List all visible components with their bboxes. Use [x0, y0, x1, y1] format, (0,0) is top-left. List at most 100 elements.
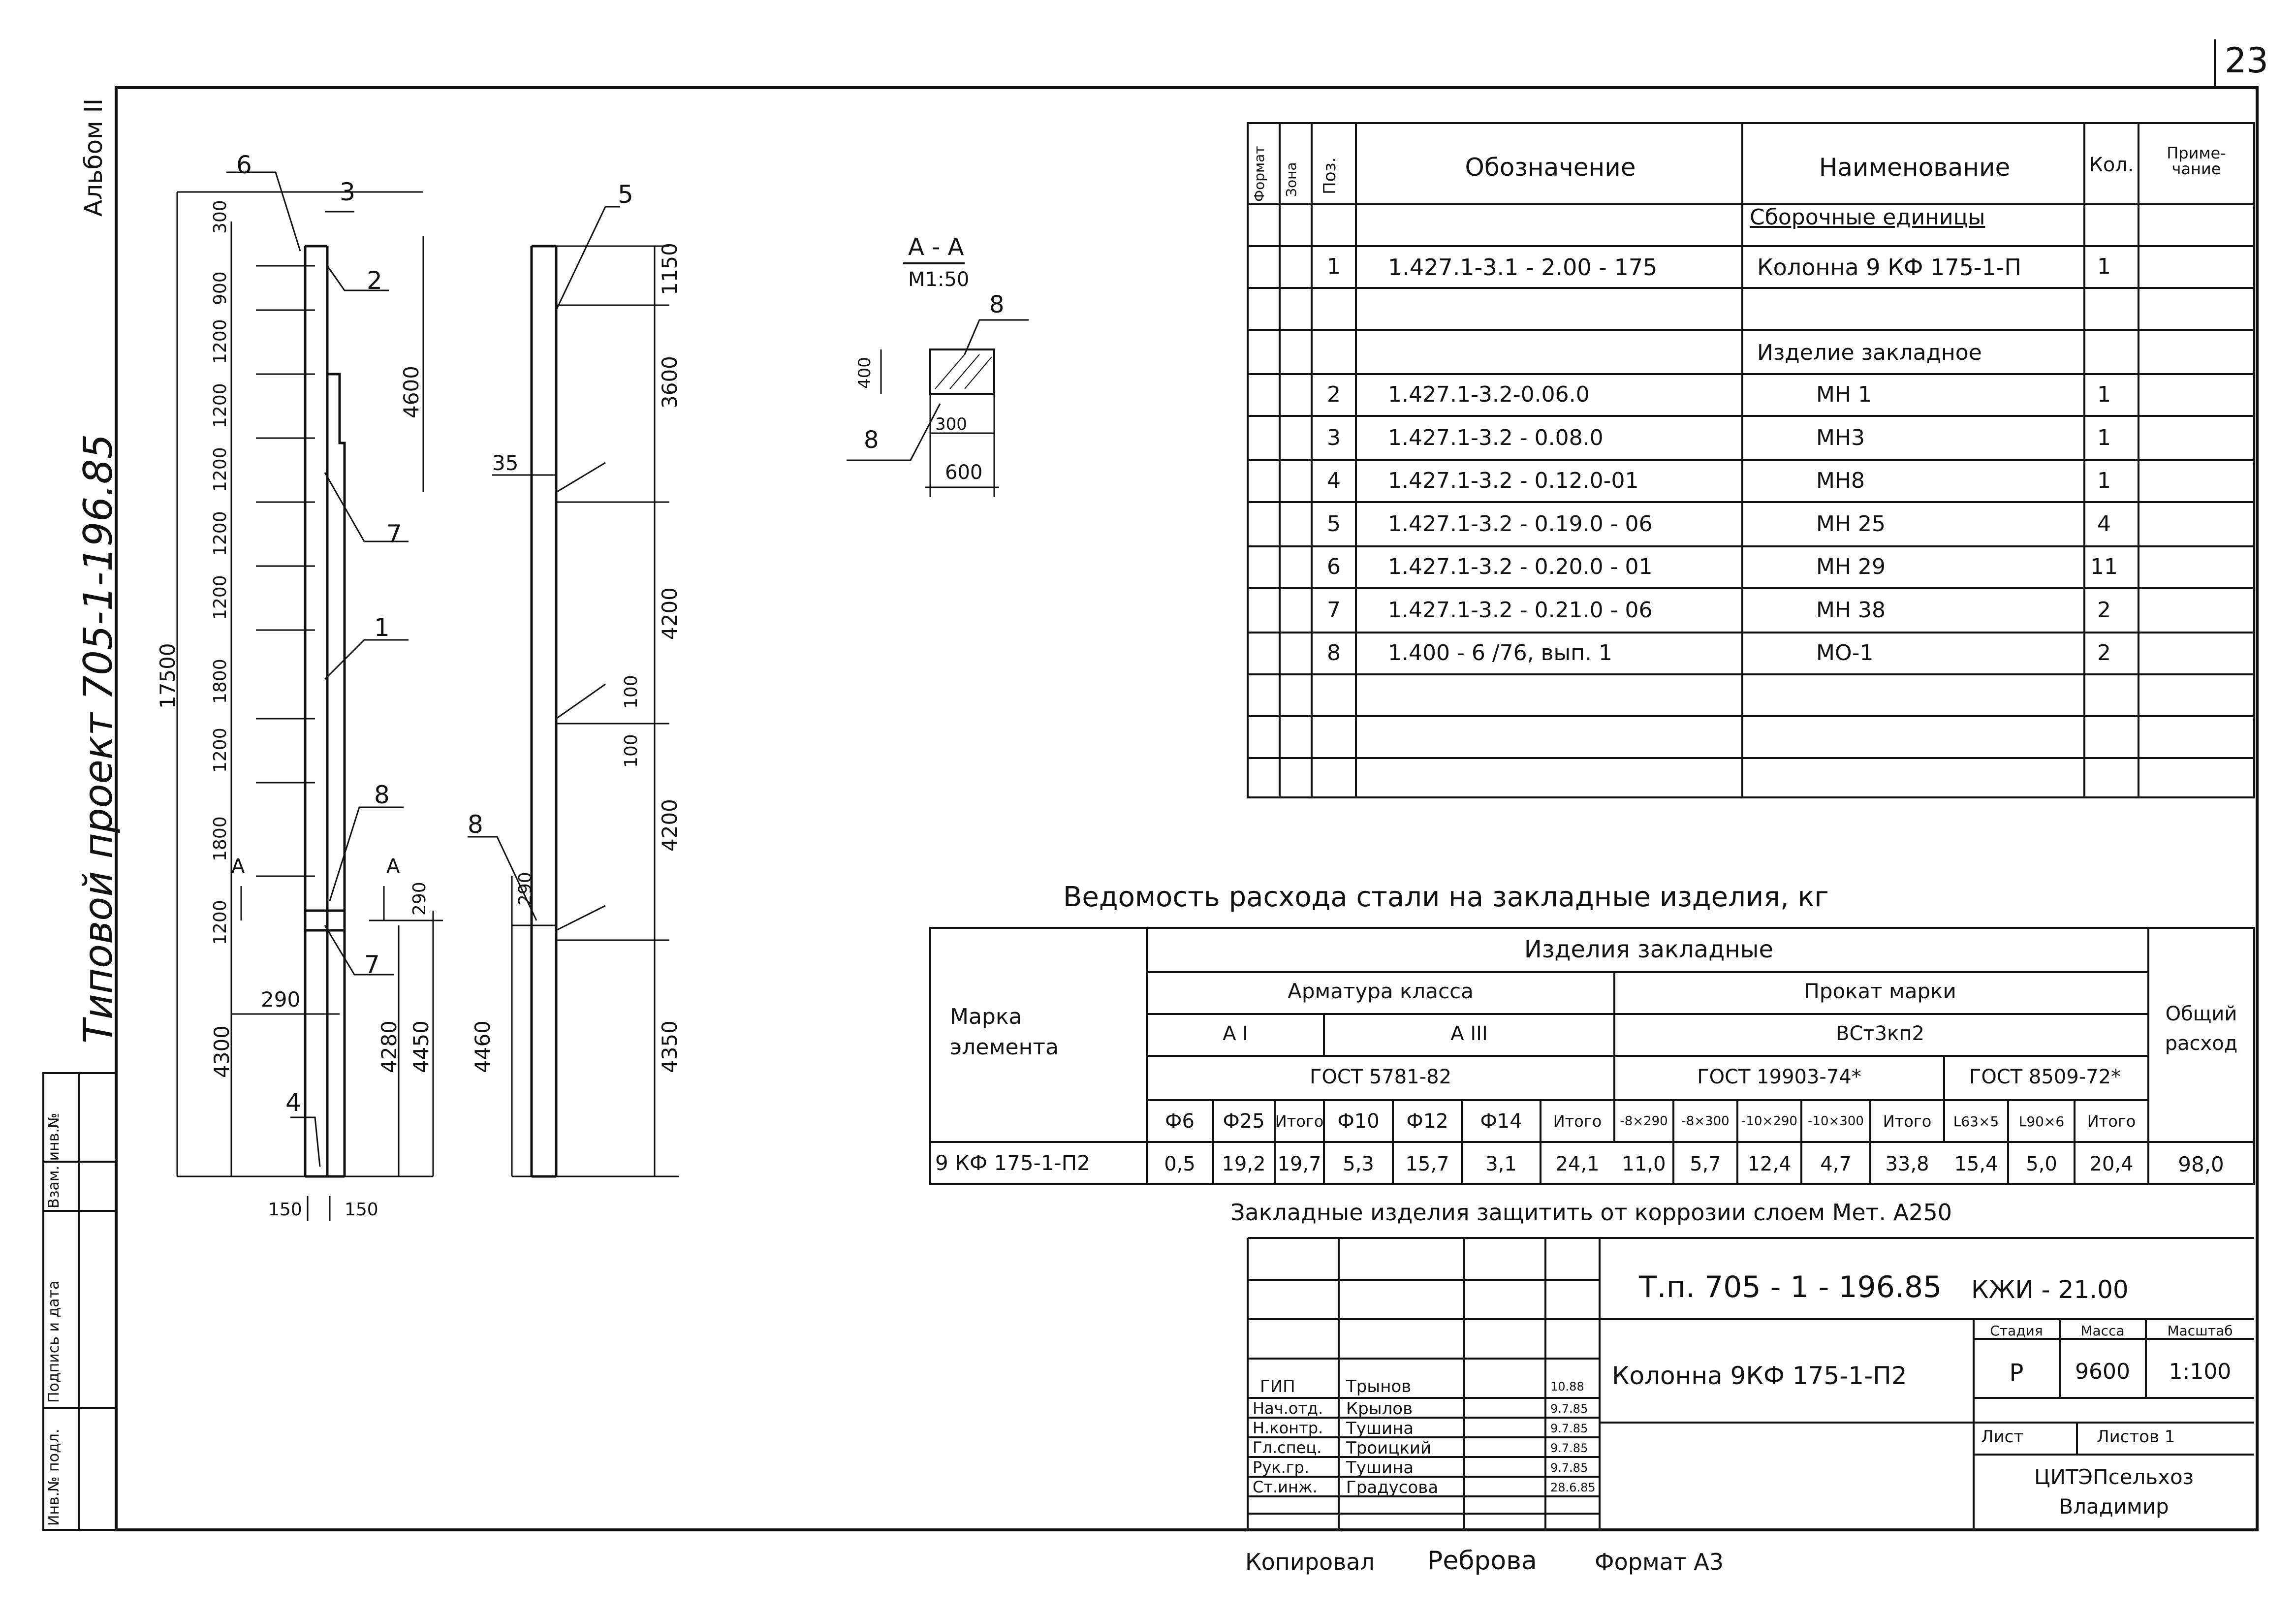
- steel-grade-vst: ВСт3кп2: [1836, 1022, 1924, 1045]
- stamp-name-5: Тушина: [1346, 1458, 1414, 1478]
- stamp-scale-header: Масштаб: [2167, 1323, 2233, 1339]
- steel-val-10x300: 4,7: [1820, 1153, 1852, 1175]
- spec-row-3-designation: 1.427.1-3.2 - 0.08.0: [1388, 425, 1604, 450]
- dim-1200-b: 1200: [210, 383, 230, 428]
- mark-5: 5: [618, 180, 633, 209]
- footer-copied-label: Копировал: [1245, 1549, 1375, 1575]
- steel-mark-header: Марка элемента: [950, 1004, 1059, 1060]
- stamp-mass: 9600: [2075, 1359, 2130, 1384]
- title-block-grid: [1247, 1237, 2254, 1530]
- steel-class-a3: А III: [1450, 1022, 1488, 1045]
- stamp-stage: Р: [2009, 1359, 2024, 1387]
- steel-col-l90: L90×6: [2018, 1113, 2065, 1130]
- mark-1: 1: [374, 613, 390, 642]
- section-dim-400: 400: [855, 357, 875, 389]
- spec-row-4-name: МН8: [1816, 468, 1865, 493]
- spec-row-8-qty: 2: [2097, 640, 2111, 665]
- steel-col-total-2: Итого: [1553, 1112, 1602, 1131]
- mark-7-bottom: 7: [364, 951, 380, 979]
- section-mark-8-top: 8: [989, 291, 1005, 318]
- mark-7-top: 7: [386, 520, 402, 548]
- spec-row-5-pos: 5: [1327, 511, 1341, 537]
- dim-150-a: 150: [268, 1200, 302, 1220]
- dim-900: 900: [210, 271, 230, 305]
- steel-group-header: Изделия закладные: [1524, 936, 1774, 963]
- stamp-date-4: 9.7.85: [1550, 1441, 1588, 1455]
- steel-val-8x300: 5,7: [1690, 1153, 1721, 1175]
- stamp-role-2: Нач.отд.: [1253, 1399, 1323, 1418]
- stamp-code2: КЖИ - 21.00: [1971, 1275, 2129, 1304]
- spec-header-format: Формат: [1251, 146, 1267, 202]
- steel-val-10x290: 12,4: [1747, 1153, 1792, 1175]
- spec-row-4-qty: 1: [2097, 468, 2111, 493]
- side-stamp-sign: Подпись и дата: [45, 1280, 63, 1403]
- project-label: Типовой проект 705-1-196.85: [75, 434, 121, 1044]
- dim-1200-f: 1200: [210, 728, 230, 773]
- dim-4200-b: 4200: [658, 799, 682, 852]
- column-side-view: [468, 206, 679, 1178]
- spec-row-7-name: МН 38: [1816, 598, 1886, 623]
- stamp-date-5: 9.7.85: [1550, 1461, 1588, 1475]
- mark-8-right: 8: [468, 810, 483, 839]
- steel-armatura-header: Арматура класса: [1288, 979, 1474, 1003]
- section-mark-8-left: 8: [864, 426, 879, 454]
- steel-gost-8509: ГОСТ 8509-72*: [1969, 1066, 2121, 1088]
- steel-col-10x300: -10×300: [1808, 1114, 1864, 1129]
- section-scale: М1:50: [908, 268, 970, 291]
- mark-3: 3: [340, 178, 355, 206]
- spec-header-pos: Поз.: [1320, 157, 1340, 194]
- spec-row-1-qty: 1: [2097, 254, 2111, 279]
- spec-row-5-designation: 1.427.1-3.2 - 0.19.0 - 06: [1388, 511, 1653, 537]
- dim-4350: 4350: [658, 1020, 682, 1073]
- stamp-role-3: Н.контр.: [1253, 1419, 1323, 1437]
- spec-row-7-designation: 1.427.1-3.2 - 0.21.0 - 06: [1388, 598, 1653, 623]
- steel-val-l90: 5,0: [2026, 1153, 2057, 1175]
- dim-150-b: 150: [345, 1200, 378, 1220]
- steel-corrosion-note: Закладные изделия защитить от коррозии с…: [1230, 1199, 1952, 1226]
- spec-header-qty: Кол.: [2089, 154, 2134, 176]
- spec-row-7-qty: 2: [2097, 598, 2111, 623]
- side-stamp-frame: [42, 1072, 117, 1531]
- steel-val-total-3: 33,8: [1885, 1153, 1929, 1175]
- spec-row-8-designation: 1.400 - 6 /76, вып. 1: [1388, 640, 1612, 665]
- spec-row-3-pos: 3: [1327, 425, 1341, 450]
- stamp-date-2: 9.7.85: [1550, 1402, 1588, 1416]
- steel-prokat-header: Прокат марки: [1804, 979, 1956, 1003]
- side-stamp-inv: Инв.№ подл.: [45, 1428, 63, 1526]
- steel-title: Ведомость расхода стали на закладные изд…: [1063, 881, 1829, 913]
- dim-4460: 4460: [471, 1020, 495, 1073]
- steel-col-10x290: -10×290: [1741, 1114, 1797, 1129]
- steel-col-f12: Ф12: [1406, 1110, 1448, 1133]
- spec-row-3-qty: 1: [2097, 425, 2111, 450]
- stamp-stage-header: Стадия: [1990, 1323, 2043, 1339]
- steel-val-f25: 19,2: [1222, 1153, 1266, 1175]
- mark-2: 2: [367, 266, 382, 295]
- spec-row-5-name: МН 25: [1816, 511, 1886, 537]
- dim-1800-b: 1800: [210, 816, 230, 861]
- dim-4280: 4280: [377, 1020, 401, 1073]
- sheet-frame: [115, 39, 2259, 1531]
- spec-row-4-pos: 4: [1327, 468, 1341, 493]
- spec-row-8-name: МО-1: [1816, 640, 1874, 665]
- steel-val-total-1: 19,7: [1277, 1153, 1321, 1175]
- section-aa: [847, 262, 1029, 497]
- mark-6: 6: [236, 151, 252, 179]
- steel-col-f6: Ф6: [1165, 1110, 1195, 1133]
- dim-290-c: 290: [515, 872, 535, 906]
- spec-row-5-qty: 4: [2097, 511, 2111, 537]
- spec-row-2-name: МН 1: [1816, 382, 1872, 407]
- steel-col-8x300: -8×300: [1681, 1114, 1730, 1129]
- steel-gost-19903: ГОСТ 19903-74*: [1697, 1066, 1861, 1088]
- dim-290-b: 290: [409, 882, 430, 916]
- dim-1200-e: 1200: [210, 575, 230, 620]
- section-mark-a-right: А: [386, 855, 400, 878]
- column-elevation: [176, 171, 443, 1221]
- page-number: 23: [2225, 40, 2269, 81]
- dim-290-a: 290: [261, 987, 301, 1012]
- dim-1200-d: 1200: [210, 511, 230, 556]
- steel-col-total-4: Итого: [2087, 1112, 2136, 1131]
- stamp-role-6: Ст.инж.: [1253, 1478, 1318, 1496]
- steel-element-mark: 9 КФ 175-1-П2: [935, 1151, 1090, 1175]
- section-mark-a-left: А: [231, 855, 245, 878]
